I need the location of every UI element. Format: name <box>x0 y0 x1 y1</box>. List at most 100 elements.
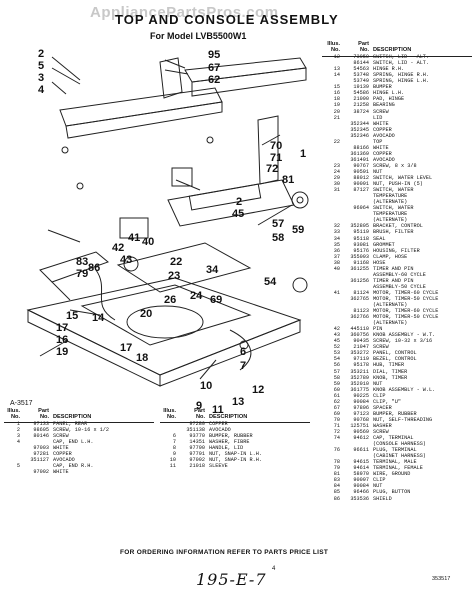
part-number: 90591 <box>353 168 369 175</box>
part-number: 97119 <box>353 356 369 363</box>
part-number: 96466 <box>353 489 369 496</box>
callout: 24 <box>190 290 203 302</box>
part-number: 445110 <box>350 326 369 333</box>
part-description: BUMPER, RUBBER <box>209 433 253 440</box>
callout: 2 <box>236 196 243 208</box>
callout: 10 <box>200 380 213 392</box>
part-description: (CABINET HARNESS) <box>373 453 426 460</box>
illus-number: 10 <box>169 457 176 464</box>
part-description: WIRE, GROUND <box>373 471 411 478</box>
part-description: GROMMET <box>373 241 395 248</box>
table-row: 361256 TIMER AND PIN <box>322 278 438 284</box>
illus-number: 62 <box>333 398 340 405</box>
callout: 19 <box>56 346 69 358</box>
part-number: 361775 <box>350 386 369 393</box>
illus-number: 85 <box>333 489 340 496</box>
illus-number: 1 <box>16 421 20 428</box>
illus-number: 15 <box>333 84 340 91</box>
part-description: DIAL, TIMER <box>373 368 408 375</box>
illus-number: 43 <box>333 332 340 339</box>
illus-number: 12 <box>333 54 340 61</box>
illus-number: 79 <box>333 465 340 472</box>
page-number: 4 <box>272 566 276 572</box>
part-description: TIMER AND PIN <box>373 277 414 284</box>
part-description: ASSEMBLY-50 CYCLE <box>373 283 426 290</box>
part-description: TERMINAL, MALE <box>373 459 417 466</box>
part-number: 21258 <box>353 102 369 109</box>
part-number: 361256 <box>350 277 369 284</box>
part-description: NUT, SNAP-IN R.H. <box>209 457 262 464</box>
part-number: 94615 <box>353 459 369 466</box>
illus-number: 16 <box>333 90 340 97</box>
part-description: CLIP <box>373 392 386 399</box>
illus-number: 52 <box>333 344 340 351</box>
illus-number: 30 <box>333 181 340 188</box>
illus-number: 31 <box>333 187 340 194</box>
table-row: (ALTERNATE) <box>322 199 438 205</box>
part-description: NUT, SNAP-IN L.H. <box>209 451 262 458</box>
illus-number: 84 <box>333 483 340 490</box>
part-number: 98605 <box>33 427 49 434</box>
table-row: TEMPERATURE <box>322 193 438 199</box>
page-title: TOP AND CONSOLE ASSEMBLY <box>115 12 339 27</box>
part-description: COPPER <box>373 126 392 133</box>
part-description: PIN <box>373 326 383 333</box>
part-description: AVOCADO <box>373 156 395 163</box>
part-description: SPACER <box>373 404 392 411</box>
page-subtitle: For Model LVB5500W1 <box>150 31 247 41</box>
illus-number: 57 <box>333 368 340 375</box>
part-description: CAP, END L.H. <box>53 439 94 446</box>
part-number: 352789 <box>350 374 369 381</box>
part-number: 95118 <box>353 235 369 242</box>
part-number: 90768 <box>353 416 369 423</box>
illus-number: 18 <box>333 96 340 103</box>
part-description: AVOCADO <box>373 132 395 139</box>
part-description: CLAMP, HOSE <box>373 253 408 260</box>
illus-number: 6 <box>172 433 176 440</box>
part-description: CLIP <box>373 477 386 484</box>
illus-number: 35 <box>333 241 340 248</box>
part-description: KNOB ASSEMBLY - W.T. <box>373 332 436 339</box>
part-description: NUT, PUSH-IN (5) <box>373 181 423 188</box>
illus-number <box>2 469 23 475</box>
illus-number: 59 <box>333 380 340 387</box>
part-description: WHITE <box>373 120 389 127</box>
part-number: 91168 <box>353 259 369 266</box>
part-number: 352345 <box>350 126 369 133</box>
illus-number: 2 <box>16 427 20 434</box>
part-number: 53749 <box>353 78 369 85</box>
part-number: 53748 <box>353 72 369 79</box>
illus-number: 61 <box>333 392 340 399</box>
callout: 58 <box>272 232 285 244</box>
washer-top <box>26 277 302 376</box>
illus-number: 21 <box>333 114 340 121</box>
illus-number: 86 <box>333 495 340 502</box>
part-description: HOUSING, FILTER <box>373 247 420 254</box>
callout: 95 <box>208 49 221 61</box>
